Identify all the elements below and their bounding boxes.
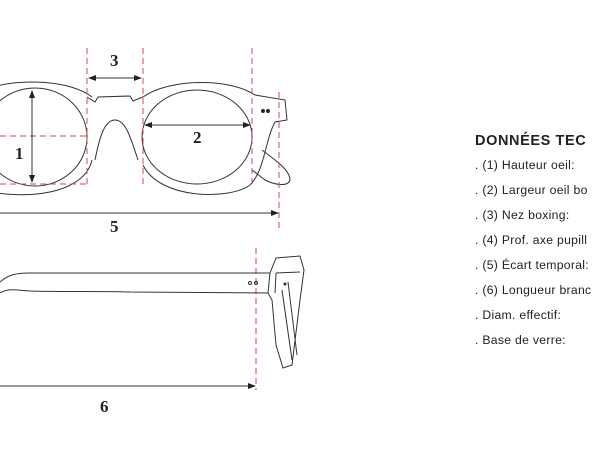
right-rim-outer <box>142 82 288 195</box>
hinge-pin <box>283 282 287 286</box>
spec-effective-diameter: . Diam. effectif: <box>475 308 562 322</box>
label-height: 1 <box>15 144 24 163</box>
temple-arm <box>0 272 270 294</box>
spec-bridge: . (3) Nez boxing: <box>475 208 570 222</box>
hinge-pin <box>260 108 266 114</box>
dimension-arrows <box>0 75 279 389</box>
label-width: 2 <box>193 128 202 147</box>
spec-lens-base: . Base de verre: <box>475 333 566 347</box>
bridge <box>86 95 144 161</box>
screw <box>248 281 252 285</box>
side-view <box>0 255 305 369</box>
dimension-guides <box>0 48 280 390</box>
panel-title: DONNÉES TEC <box>475 133 587 149</box>
label-temple-span: 5 <box>110 217 119 236</box>
label-bridge: 3 <box>110 51 119 70</box>
left-lens <box>0 87 88 187</box>
spec-eye-height: . (1) Hauteur oeil: <box>475 158 575 172</box>
left-rim-outer <box>0 81 93 196</box>
spec-temple-length: . (6) Longueur branc <box>475 283 592 297</box>
screw <box>254 281 258 285</box>
spec-pupil-depth: . (4) Prof. axe pupill <box>475 233 588 247</box>
label-temple-length: 6 <box>100 397 109 416</box>
spec-eye-width: . (2) Largeur oeil bo <box>475 183 588 197</box>
technical-data-panel: DONNÉES TEC . (1) Hauteur oeil: . (2) La… <box>475 133 600 357</box>
front-view <box>0 81 291 196</box>
temple-tip <box>251 149 291 185</box>
right-lens <box>141 89 253 185</box>
hinge-pin <box>265 108 271 114</box>
spec-temple-span: . (5) Écart temporal: <box>475 258 589 272</box>
hinge-block <box>267 255 305 369</box>
